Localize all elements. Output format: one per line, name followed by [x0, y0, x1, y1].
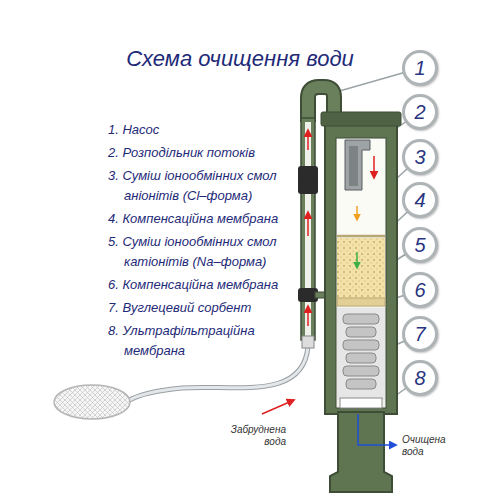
compensation-membrane — [337, 235, 385, 238]
callout-text: 8 — [414, 367, 425, 389]
callout-number: 7 — [402, 316, 438, 352]
outflow-label: Очищена вода — [402, 434, 458, 458]
housing — [325, 118, 397, 414]
carbon-chamber — [337, 308, 385, 400]
callout-text: 4 — [414, 189, 425, 211]
flow-distributor-inner — [349, 146, 358, 186]
part-name: 8. Ультрафільтраційна мембрана — [108, 321, 293, 361]
housing-cap — [321, 112, 401, 126]
housing-cavity — [336, 138, 386, 408]
carbon-disc — [343, 314, 379, 324]
flow-arrow-up — [307, 306, 309, 326]
callout-number: 3 — [402, 139, 438, 175]
diagram-title: Схема очищення води — [90, 46, 390, 72]
carbon-disc — [343, 366, 379, 376]
ultrafiltration-membrane — [340, 398, 382, 408]
anion-resin-chamber — [337, 139, 385, 235]
inflow-label: Забруднена вода — [222, 424, 286, 448]
inflow-arrow — [262, 400, 294, 414]
flow-arrow-up — [307, 212, 309, 236]
callout-text: 2 — [414, 101, 425, 123]
outflow-arrow — [358, 414, 396, 445]
callout-number: 2 — [402, 94, 438, 130]
carbon-disc — [346, 353, 376, 363]
part-name: 1. Насос — [108, 120, 293, 140]
tube-clamp — [298, 166, 318, 194]
callout-text: 1 — [414, 57, 425, 79]
side-tube — [301, 118, 315, 340]
callout-number: 6 — [402, 272, 438, 308]
callout-number: 8 — [402, 360, 438, 396]
flow-distributor — [345, 140, 370, 190]
callout-number: 4 — [402, 182, 438, 218]
cation-resin-chamber — [337, 238, 385, 298]
carbon-disc — [343, 340, 379, 350]
flow-arrow-down — [356, 252, 358, 268]
carbon-disc — [346, 379, 376, 389]
callout-text: 3 — [414, 146, 425, 168]
part-name: 3. Суміш іонообмінних смол аніонітів (Cl… — [108, 166, 293, 206]
callout-text: 7 — [414, 323, 425, 345]
part-name: 2. Розподільник потоків — [108, 143, 293, 163]
parts-list: 1. Насос 2. Розподільник потоків 3. Суміш … — [108, 120, 293, 364]
flow-arrow-up — [307, 130, 309, 150]
callout-text: 6 — [414, 279, 425, 301]
housing-neck — [330, 412, 392, 492]
callout-number: 1 — [402, 50, 438, 86]
hose-fitting — [302, 336, 314, 348]
part-name: 6. Компенсаційна мембрана — [108, 275, 293, 295]
intake-mesh-base — [54, 385, 130, 419]
intake-mesh — [54, 385, 130, 419]
callout-number: 5 — [402, 227, 438, 263]
carbon-discs — [343, 314, 379, 389]
callout-text: 5 — [414, 234, 425, 256]
flow-arrow-down — [373, 156, 375, 178]
flow-arrow-down — [356, 206, 358, 220]
part-name: 4. Компенсаційна мембрана — [108, 209, 293, 229]
part-name: 7. Вуглецевий сорбент — [108, 298, 293, 318]
side-tube-channel — [305, 122, 311, 336]
part-name: 5. Суміш іонообмінних смол катіонітів (N… — [108, 232, 293, 272]
compensation-membrane — [337, 298, 385, 306]
carbon-disc — [346, 327, 376, 337]
